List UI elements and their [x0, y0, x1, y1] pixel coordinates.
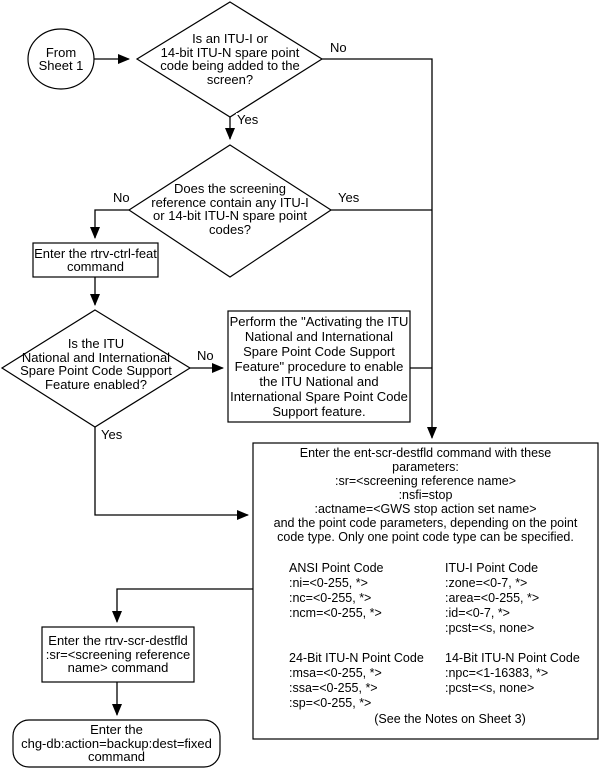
decision-3-no-label: No: [196, 348, 215, 363]
process-rtrv-scr-destfld-box: [41, 626, 195, 683]
process-ent-scr-destfld-box: [252, 442, 599, 740]
decision-3-diamond: [0, 309, 192, 428]
decision-1-text: Is an ITU-I or 14-bit ITU-N spare point …: [160, 31, 300, 87]
connector-lines: [90, 54, 437, 716]
start-circle: [27, 28, 95, 90]
edge-d2-no-to-b1: [90, 209, 129, 239]
start-label: From Sheet 1: [38, 44, 84, 73]
decision-2-no-label: No: [112, 190, 131, 205]
edge-bigbox-to-b3: [112, 588, 253, 623]
itu-n-24bit-point-code-block: 24-Bit ITU-N Point Code :msa=<0-255, *> …: [289, 651, 424, 710]
see-notes-text: (See the Notes on Sheet 3): [374, 712, 526, 726]
decision-3-text: Is the ITU National and International Sp…: [20, 336, 172, 392]
process-activate-feature-box: [227, 310, 411, 423]
process-activate-feature-text: Perform the "Activating the ITU National…: [229, 314, 409, 419]
edge-d3-yes-to-bigbox: [94, 427, 249, 520]
process-rtrv-ctrl-feat-box: [32, 242, 159, 278]
decision-1-diamond: [135, 1, 324, 118]
edge-d1-no-to-bigbox: [322, 58, 437, 439]
process-rtrv-scr-destfld-text: Enter the rtrv-scr-destfld :sr=<screenin…: [45, 633, 191, 676]
ansi-point-code-block: ANSI Point Code :ni=<0-255, *> :nc=<0-25…: [289, 561, 384, 620]
process-rtrv-ctrl-feat-text: Enter the rtrv-ctrl-feat command: [34, 245, 157, 274]
decision-2-yes-label: Yes: [337, 190, 361, 205]
decision-2-diamond: [127, 144, 333, 278]
decision-2-text: Does the screening reference contain any…: [151, 181, 309, 237]
itu-i-point-code-block: ITU-I Point Code :zone=<0-7, *> :area=<0…: [445, 561, 540, 635]
terminator-chg-db-box: [12, 719, 221, 768]
decision-3-yes-label: Yes: [100, 427, 124, 442]
decision-1-yes-label: Yes: [236, 112, 260, 127]
decision-1-no-label: No: [329, 40, 348, 55]
itu-n-14bit-point-code-block: 14-Bit ITU-N Point Code :npc=<1-16383, *…: [445, 651, 580, 695]
ent-scr-destfld-intro-text: Enter the ent-scr-destfld command with t…: [273, 446, 578, 544]
terminator-chg-db-text: Enter the chg-db:action=backup:dest=fixe…: [21, 722, 212, 765]
